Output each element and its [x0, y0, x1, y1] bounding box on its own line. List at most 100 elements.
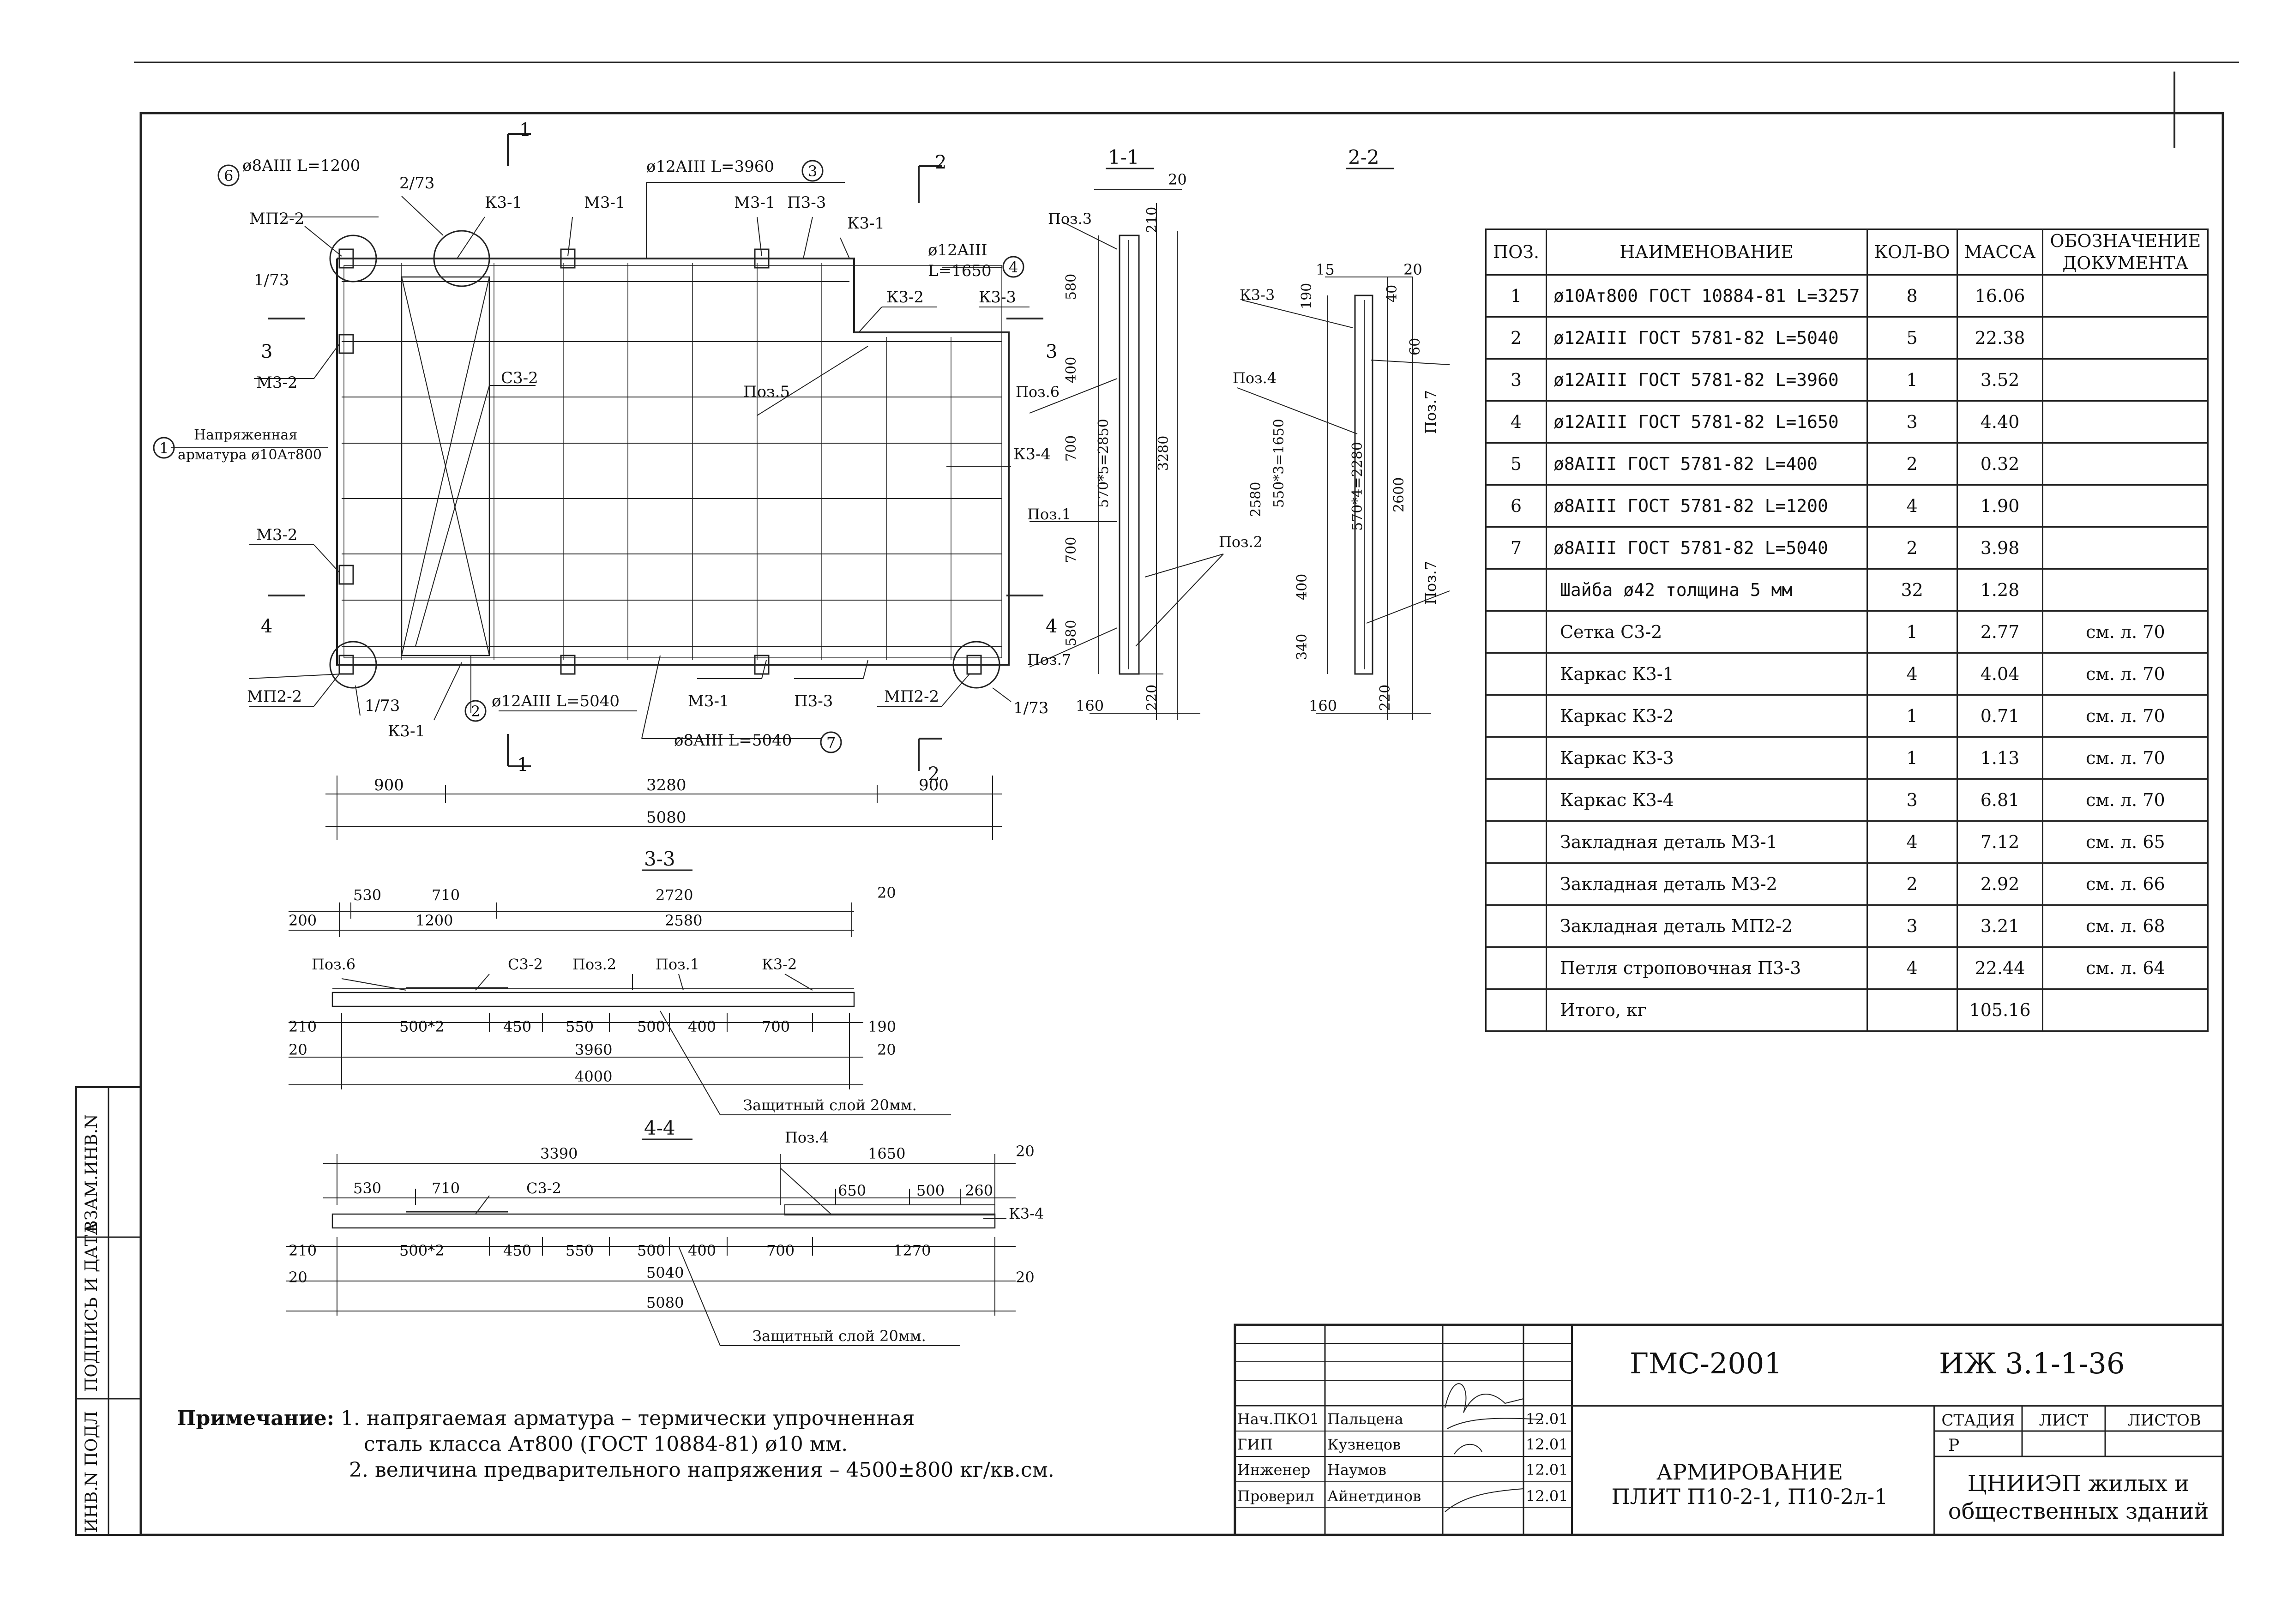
title-date-4: 12.01	[1526, 1487, 1568, 1505]
k32-plan: К3-2	[886, 288, 924, 307]
drawing-title-2: ПЛИТ П10-2-1, П10-2л-1	[1612, 1484, 1888, 1509]
spec-col-name: НАИМЕНОВАНИЕ	[1546, 229, 1868, 276]
spec-cell-mass: 3.52	[1956, 358, 2044, 402]
cut-4-right: 4	[1046, 616, 1057, 637]
spec-cell-qty: 32	[1866, 568, 1958, 612]
s44-k34: К3-4	[1009, 1205, 1044, 1222]
spec-cell-mass: 7.12	[1956, 820, 2044, 864]
spec-cell-doc: см. л. 70	[2042, 736, 2209, 780]
spec-cell-name: Каркас К3-4	[1546, 778, 1868, 822]
s33-dim-400: 400	[688, 1018, 716, 1035]
s33-dim-190: 190	[868, 1018, 896, 1035]
s44-dim-5040: 5040	[646, 1264, 684, 1281]
cut-3-left: 3	[261, 341, 272, 362]
spec-cell-pos	[1485, 862, 1547, 906]
spec-cell-pos: 1	[1485, 274, 1547, 318]
stage-header: СТАДИЯ	[1941, 1411, 2015, 1430]
k31-top-right: К3-1	[847, 214, 885, 233]
k33-plan: К3-3	[979, 288, 1016, 307]
pos-4-label-1: ø12AIII	[928, 241, 987, 259]
s22-dim-60: 60	[1407, 338, 1423, 355]
s33-dim-450: 450	[503, 1018, 531, 1035]
sheet-header: ЛИСТ	[2039, 1411, 2089, 1430]
spec-cell-doc	[2042, 484, 2209, 528]
s11-dim-570x5: 570*5=2850	[1096, 419, 1112, 508]
s22-dim-340: 340	[1294, 634, 1310, 660]
sheets-header: ЛИСТОВ	[2127, 1411, 2201, 1430]
spec-cell-mass: 4.40	[1956, 400, 2044, 444]
pos-3-number: 3	[808, 162, 817, 180]
spec-cell-pos: 3	[1485, 358, 1547, 402]
s22-dim-190: 190	[1299, 283, 1315, 309]
spec-cell-pos	[1485, 610, 1547, 654]
s33-dim-550: 550	[566, 1018, 594, 1035]
pos-2-label: ø12AIII L=5040	[492, 692, 620, 710]
pos-6-number: 6	[224, 167, 233, 185]
plan-dim-900-left: 900	[374, 776, 404, 794]
s44-dim-700: 700	[766, 1242, 795, 1259]
notes: Примечание: 1. напрягаемая арматура – те…	[177, 1406, 1054, 1483]
spec-cell-doc	[2042, 988, 2209, 1032]
s44-poz4: Поз.4	[785, 1129, 829, 1146]
section-2-2-labels: 2-2 15 20 К3-3 190 40 60 Поз.4 Поз.7 550…	[1233, 146, 1439, 715]
project-code: ГМС-2001	[1630, 1347, 1782, 1380]
s33-dim-1200: 1200	[415, 912, 453, 929]
spec-cell-name: ø10Ат800 ГОСТ 10884-81 L=3257	[1546, 274, 1868, 318]
s44-dim-260: 260	[965, 1182, 993, 1199]
spec-cell-doc: см. л. 64	[2042, 946, 2209, 990]
side-stamp-replace: ВЗАМ.ИНВ.N	[82, 1114, 101, 1233]
spec-col-doc: ОБОЗНАЧЕНИЕ ДОКУМЕНТА	[2042, 229, 2209, 276]
k31-bottom: К3-1	[388, 722, 425, 740]
spec-cell-name: ø12AIII ГОСТ 5781-82 L=3960	[1546, 358, 1868, 402]
s33-c32: С3-2	[508, 956, 543, 973]
slab-outline	[336, 258, 1010, 666]
s33-dim-210: 210	[289, 1018, 317, 1035]
spec-cell-name: ø8AIII ГОСТ 5781-82 L=400	[1546, 442, 1868, 486]
spec-cell-doc: см. л. 70	[2042, 652, 2209, 696]
pos-3-label: ø12AIII L=3960	[646, 157, 774, 176]
mp22-bottom-right: МП2-2	[884, 687, 939, 706]
section-2-2-title: 2-2	[1348, 146, 1379, 168]
s44-dim-20-mid-left: 20	[289, 1269, 307, 1286]
spec-cell-mass: 3.98	[1956, 526, 2044, 570]
s11-dim-160: 160	[1076, 697, 1104, 715]
spec-col-mass: МАССА	[1956, 229, 2044, 276]
section-1-1-labels: 1-1 20 210 Поз.3 580 Поз.6 400 700 Поз.1…	[1016, 146, 1263, 715]
spec-cell-name: Закладная деталь М3-2	[1546, 862, 1868, 906]
s11-poz1: Поз.1	[1027, 505, 1071, 523]
m32-lower: М3-2	[256, 526, 298, 544]
spec-cell-mass: 1.90	[1956, 484, 2044, 528]
pos-1-number: 1	[159, 439, 169, 457]
cut-2-bottom: 2	[928, 764, 939, 785]
pos-7-number: 7	[826, 734, 836, 752]
spec-cell-doc	[2042, 442, 2209, 486]
spec-cell-name: ø8AIII ГОСТ 5781-82 L=5040	[1546, 526, 1868, 570]
spec-cell-doc	[2042, 568, 2209, 612]
spec-cell-qty: 3	[1866, 904, 1958, 948]
title-role-1: Нач.ПКО1	[1237, 1410, 1319, 1428]
s44-dim-1650: 1650	[868, 1145, 905, 1162]
note-1a: 1. напрягаемая арматура – термически упр…	[340, 1407, 915, 1430]
spec-cell-name: Сетка С3-2	[1546, 610, 1868, 654]
section-3-3	[289, 869, 951, 1115]
pos-1-label-1: Напряженная	[194, 427, 297, 443]
spec-cell-qty: 1	[1866, 736, 1958, 780]
m31-top-left: М3-1	[584, 193, 626, 212]
s44-dim-20-top: 20	[1016, 1143, 1035, 1160]
cut-2-top: 2	[935, 152, 946, 173]
m32-upper: М3-2	[256, 373, 298, 392]
spec-cell-doc: см. л. 66	[2042, 862, 2209, 906]
cut-1-top: 1	[519, 120, 531, 141]
spec-cell-qty: 4	[1866, 946, 1958, 990]
note-line-3: 2. величина предварительного напряжения …	[177, 1457, 1054, 1483]
s33-dim-500x2: 500*2	[399, 1018, 444, 1035]
s44-dim-3390: 3390	[540, 1145, 578, 1162]
s44-dim-710: 710	[432, 1179, 460, 1197]
s33-dim-20-top: 20	[877, 884, 896, 902]
signatures	[1445, 1383, 1542, 1512]
